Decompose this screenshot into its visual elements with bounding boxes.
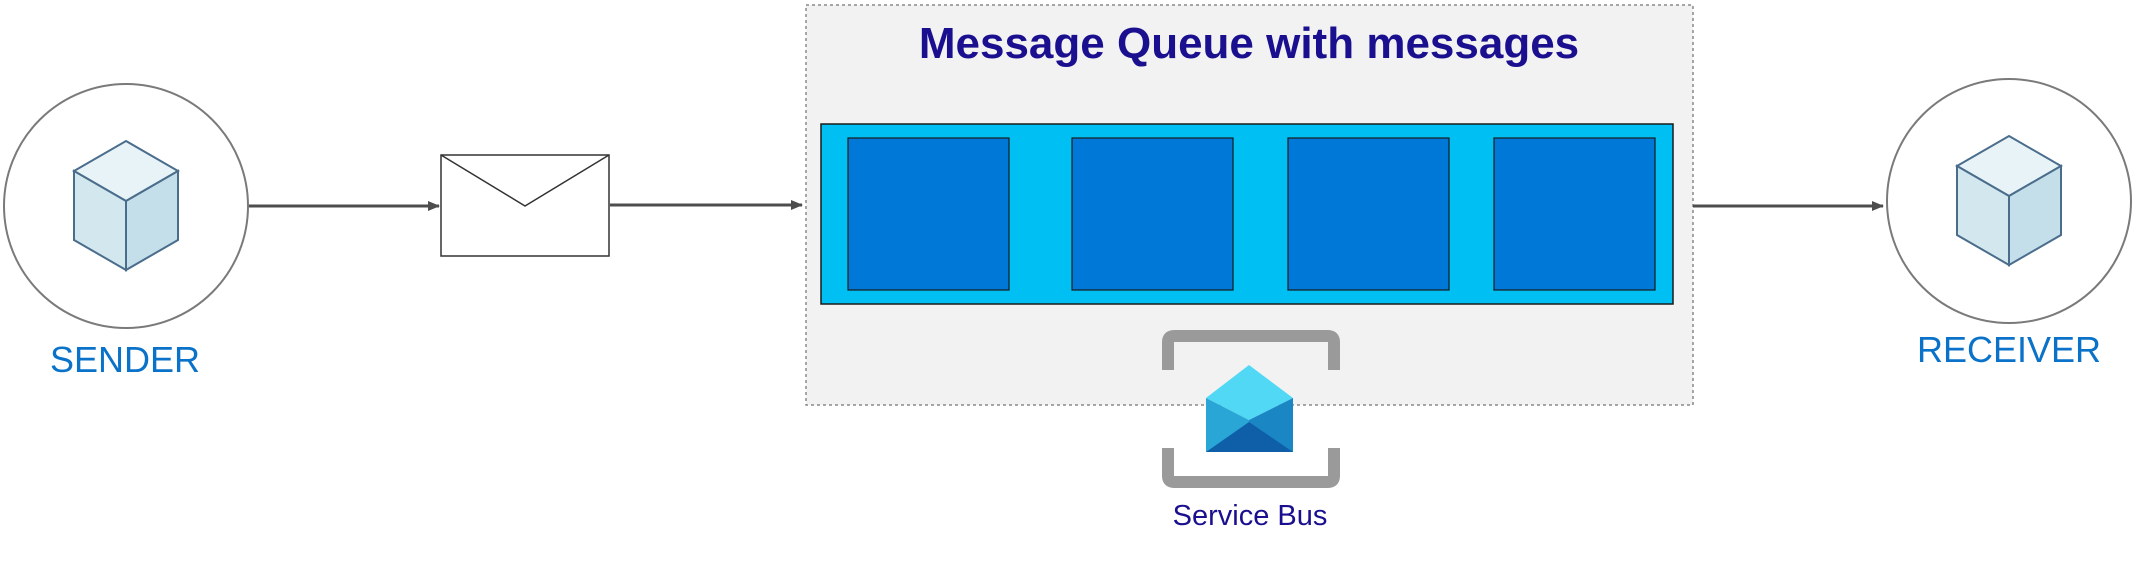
- queued-message-4: [1493, 137, 1656, 291]
- envelope-icon: [440, 154, 610, 257]
- cube-icon: [1954, 134, 2064, 267]
- service-bus-label: Service Bus: [1173, 500, 1328, 532]
- queued-message-2: [1071, 137, 1234, 291]
- queued-message-3: [1287, 137, 1450, 291]
- sender-node: SENDER: [3, 83, 249, 380]
- service-bus-icon: Service Bus: [1162, 330, 1340, 532]
- queue-title: Message Queue with messages: [919, 19, 1579, 68]
- sender-label: SENDER: [50, 339, 200, 380]
- queue-body: [820, 123, 1674, 305]
- queued-message-1: [847, 137, 1010, 291]
- queue-container: Message Queue with messages: [805, 4, 1694, 406]
- receiver-node: RECEIVER: [1886, 78, 2132, 370]
- receiver-label: RECEIVER: [1917, 329, 2101, 370]
- cube-icon: [71, 139, 181, 272]
